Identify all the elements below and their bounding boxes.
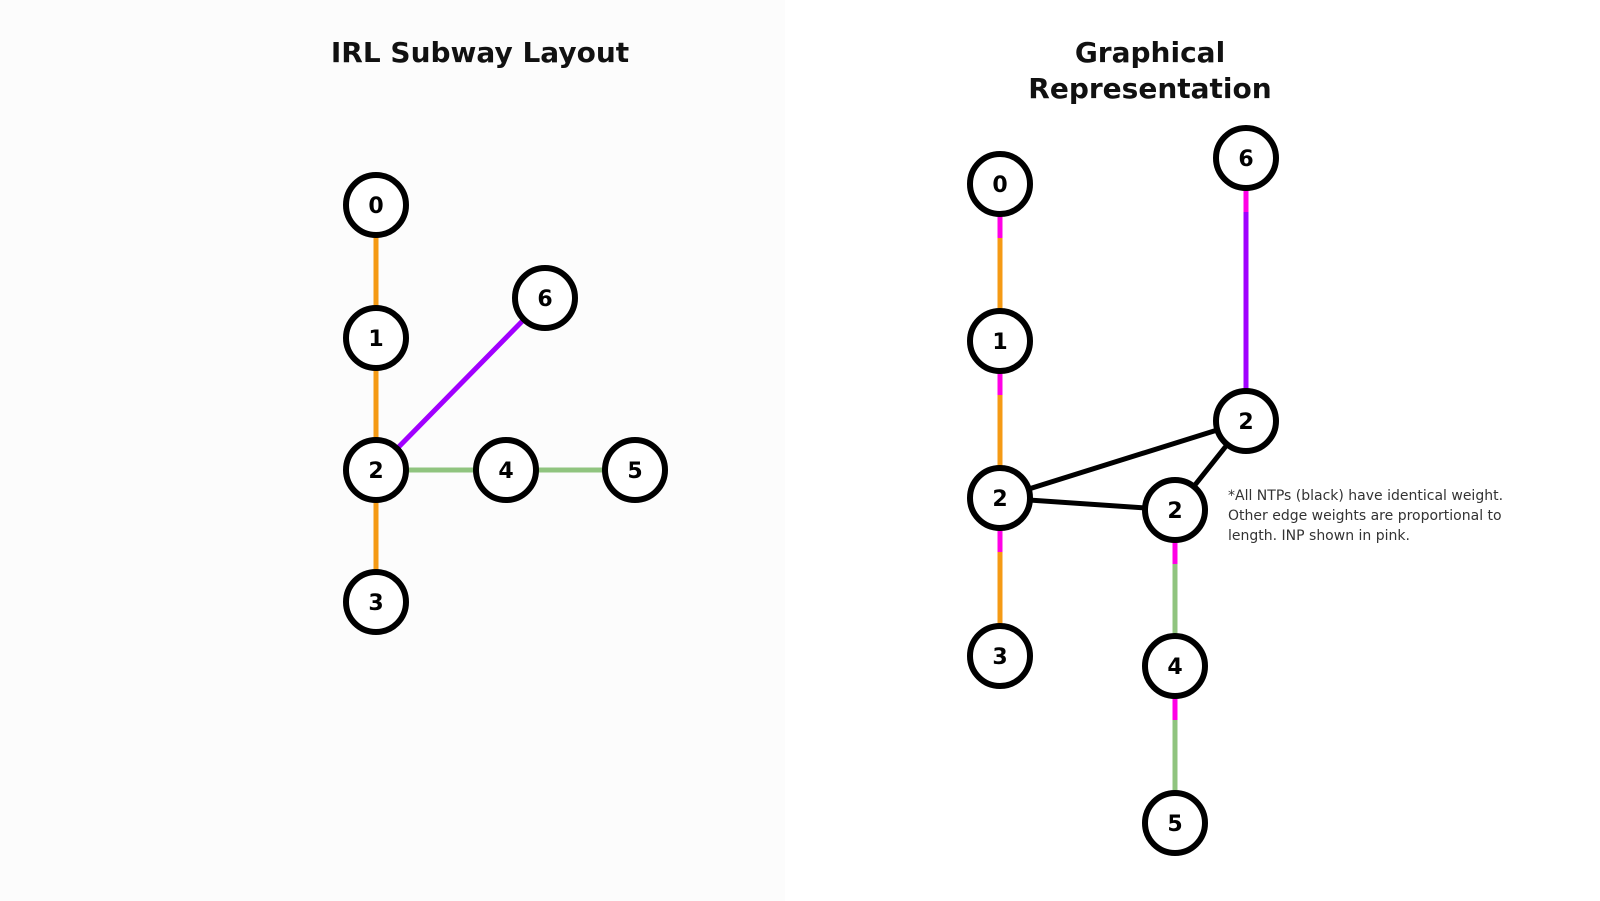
right-edge-r2a-r2b <box>999 418 1247 501</box>
right-node-circle <box>1142 477 1208 543</box>
right-node-label: 0 <box>992 173 1007 198</box>
right-node-label: 4 <box>1167 655 1182 680</box>
right-title-line-1: Graphical <box>1075 36 1225 69</box>
right-node-circle <box>1213 125 1279 191</box>
left-node-circle <box>473 437 539 503</box>
right-node-r3: 3 <box>967 623 1033 689</box>
left-node-label: 3 <box>368 591 383 616</box>
left-node-n4: 4 <box>473 437 539 503</box>
left-node-label: 1 <box>368 327 383 352</box>
right-node-circle <box>1142 633 1208 699</box>
left-node-n0: 0 <box>343 172 409 238</box>
right-node-circle <box>967 151 1033 217</box>
left-node-label: 0 <box>368 194 383 219</box>
right-node-label: 1 <box>992 330 1007 355</box>
right-node-r2c: 2 <box>1142 477 1208 543</box>
left-node-label: 6 <box>537 287 552 312</box>
right-node-circle <box>967 465 1033 531</box>
right-node-label: 3 <box>992 645 1007 670</box>
left-node-circle <box>343 437 409 503</box>
right-node-label: 2 <box>992 487 1007 512</box>
left-node-n1: 1 <box>343 305 409 371</box>
left-node-label: 2 <box>368 459 383 484</box>
note-line-3: length. INP shown in pink. <box>1228 528 1410 544</box>
left-node-label: 4 <box>498 459 513 484</box>
right-node-r2b: 2 <box>1213 388 1279 454</box>
left-edge-n2-n6 <box>374 296 547 472</box>
right-node-label: 2 <box>1238 410 1253 435</box>
left-nodes: 0 1 2 3 4 5 6 <box>343 172 668 635</box>
left-node-n6: 6 <box>512 265 578 331</box>
left-node-label: 5 <box>627 459 642 484</box>
right-node-r6: 6 <box>1213 125 1279 191</box>
right-node-r4: 4 <box>1142 633 1208 699</box>
right-node-r2a: 2 <box>967 465 1033 531</box>
right-title-line-2: Representation <box>1028 72 1271 105</box>
left-node-circle <box>602 437 668 503</box>
right-node-label: 5 <box>1167 812 1182 837</box>
left-node-circle <box>343 569 409 635</box>
left-node-n5: 5 <box>602 437 668 503</box>
right-node-label: 2 <box>1167 499 1182 524</box>
right-node-circle <box>1142 790 1208 856</box>
left-title: IRL Subway Layout <box>331 36 629 69</box>
left-node-circle <box>343 305 409 371</box>
right-node-r1: 1 <box>967 308 1033 374</box>
right-node-circle <box>967 623 1033 689</box>
right-node-label: 6 <box>1238 147 1253 172</box>
left-node-circle <box>343 172 409 238</box>
note-line-2: Other edge weights are proportional to <box>1228 508 1502 524</box>
right-node-circle <box>1213 388 1279 454</box>
left-node-n2: 2 <box>343 437 409 503</box>
left-edges <box>373 205 635 602</box>
right-panel-background <box>785 0 1600 901</box>
note-line-1: *All NTPs (black) have identical weight. <box>1228 488 1503 504</box>
left-node-circle <box>512 265 578 331</box>
right-nodes: 0 1 2 2 2 3 4 5 6 <box>967 125 1279 856</box>
right-node-r0: 0 <box>967 151 1033 217</box>
right-node-circle <box>967 308 1033 374</box>
right-edges <box>997 158 1249 823</box>
right-node-r5: 5 <box>1142 790 1208 856</box>
left-node-n3: 3 <box>343 569 409 635</box>
